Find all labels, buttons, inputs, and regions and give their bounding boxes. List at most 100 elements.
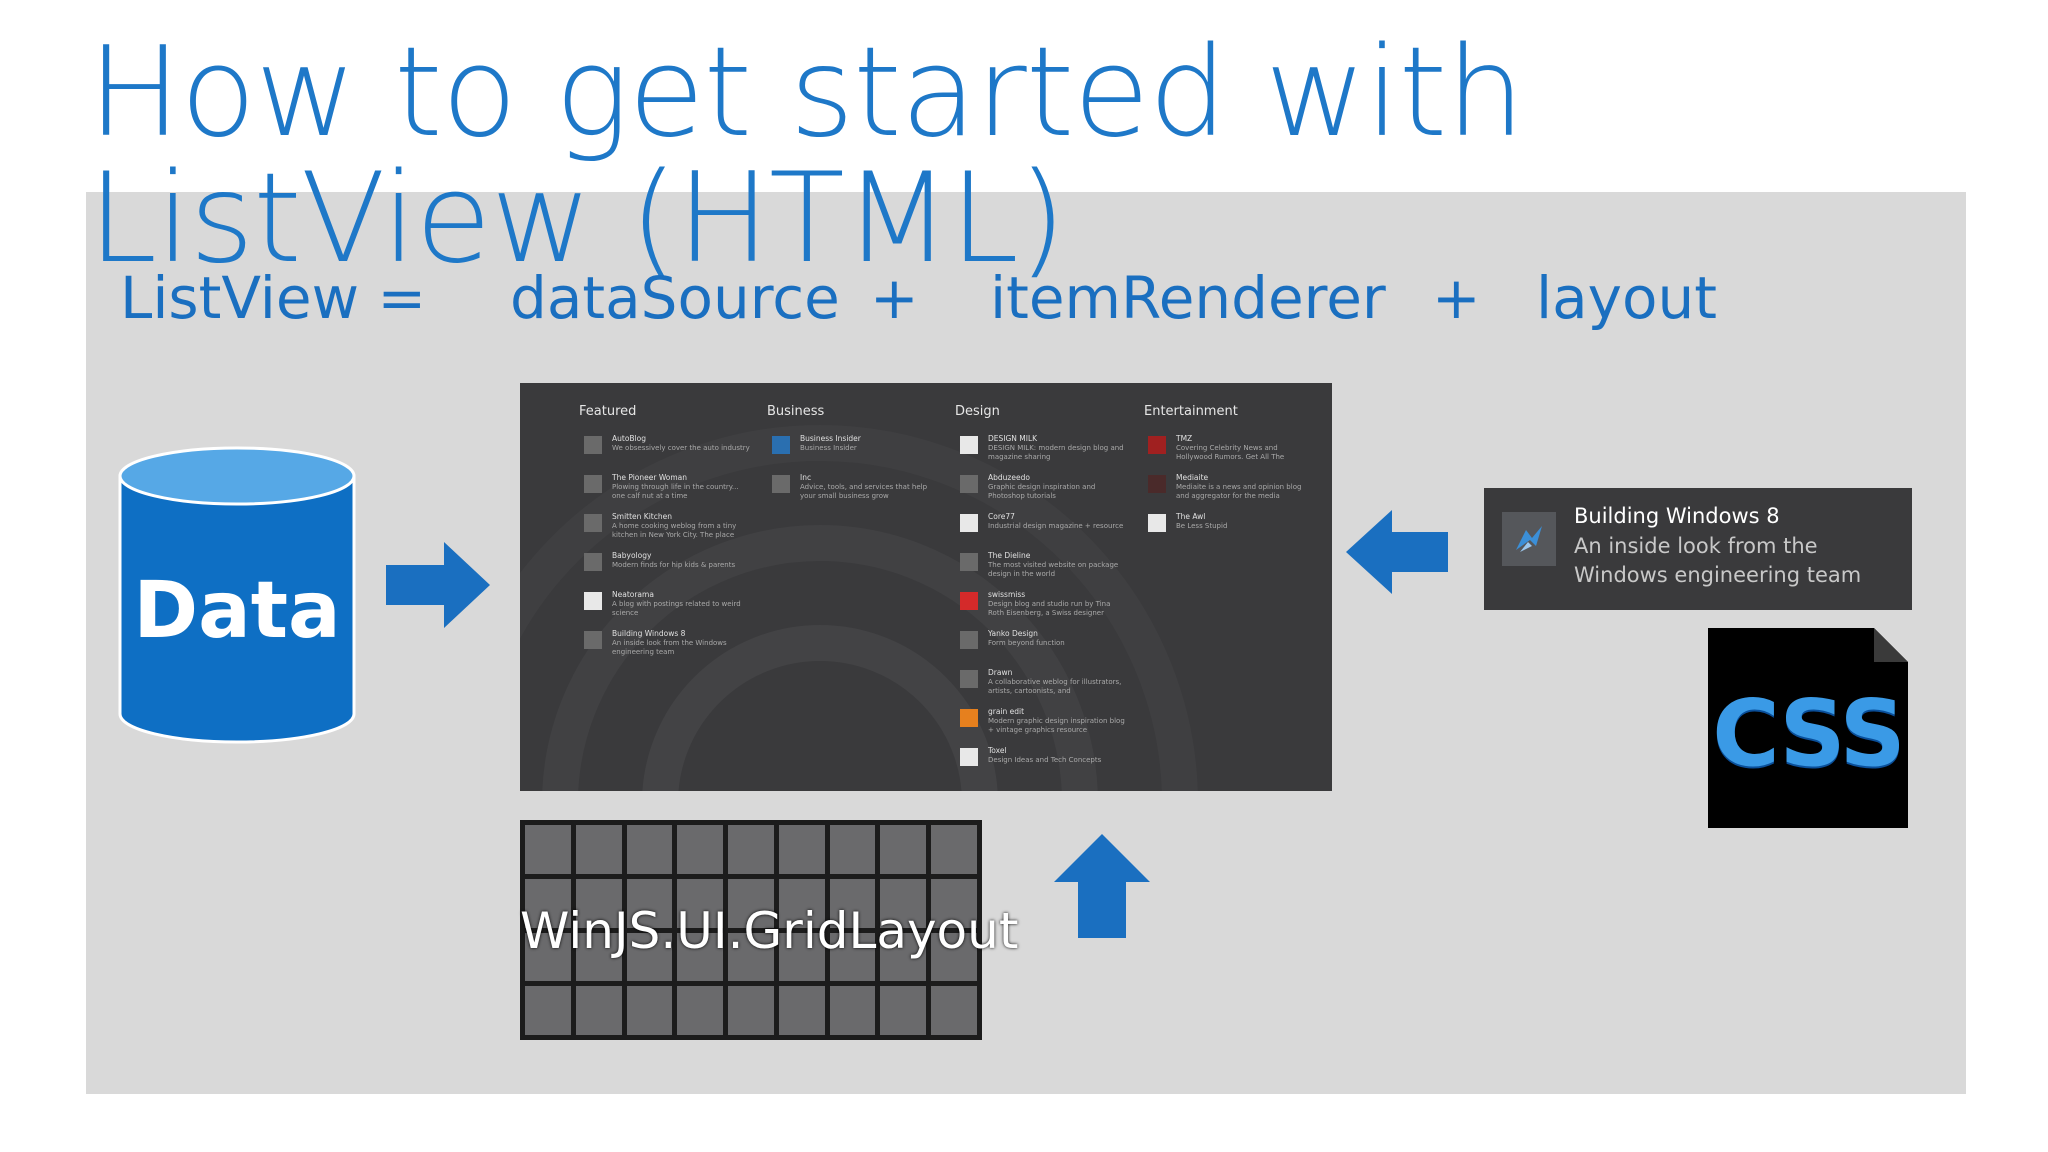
grid-cell [778, 878, 825, 928]
arrow-up-icon [1054, 834, 1150, 938]
item-title: AutoBlog [612, 434, 646, 443]
grid-cell [575, 878, 622, 928]
item-desc: A blog with postings related to weird sc… [612, 600, 741, 617]
arrow-right-icon [386, 542, 490, 628]
item-desc: Mediaite is a news and opinion blog and … [1176, 483, 1302, 500]
item-thumbnail [960, 709, 978, 727]
item-thumbnail [772, 436, 790, 454]
grid-cell [728, 878, 774, 928]
item-desc: An inside look from the Windows engineer… [612, 639, 727, 656]
item-title: The Awl [1176, 512, 1206, 521]
grid-cell [575, 986, 622, 1035]
item-thumbnail [584, 514, 602, 532]
grid-cell [728, 986, 774, 1035]
item-thumbnail [584, 631, 602, 649]
item-title: grain edit [988, 707, 1025, 716]
item-title: DESIGN MILK [988, 434, 1038, 443]
item-thumbnail [1148, 436, 1166, 454]
grid-cell [931, 825, 977, 874]
listview-screenshot: Featured Business Design Entertainment A… [520, 383, 1332, 791]
item-title: Babyology [612, 551, 652, 560]
formula-listview: ListView = [120, 264, 427, 332]
grid-cell [880, 825, 927, 874]
item-thumbnail [960, 592, 978, 610]
grid-cell [525, 986, 571, 1035]
gridlayout-illustration [520, 820, 982, 1040]
item-desc: Advice, tools, and services that help yo… [800, 483, 928, 500]
grid-cell [931, 932, 977, 982]
column-header-business: Business [767, 404, 825, 419]
css-logo-icon [1708, 628, 1908, 828]
css-label: CSS [1712, 680, 1906, 787]
data-label: Data [133, 566, 341, 656]
item-title: Inc [800, 473, 812, 482]
formula-plus-2: + [1432, 264, 1481, 332]
grid-cell [728, 932, 774, 982]
item-desc: A home cooking weblog from a tiny kitche… [612, 522, 737, 539]
item-thumbnail [960, 436, 978, 454]
item-thumbnail [960, 475, 978, 493]
item-thumbnail [960, 514, 978, 532]
tile-title: Building Windows 8 [1574, 504, 1780, 528]
item-thumbnail [584, 553, 602, 571]
item-desc: Business Insider [800, 444, 857, 452]
item-desc: Design blog and studio run by Tina Roth … [988, 600, 1111, 617]
grid-cell [829, 986, 876, 1035]
item-thumbnail [960, 631, 978, 649]
item-title: Core77 [988, 512, 1015, 521]
item-desc: Graphic design inspiration and Photoshop… [988, 483, 1096, 500]
grid-cell [778, 825, 825, 874]
grid-cell [728, 825, 774, 874]
item-title: Business Insider [800, 434, 861, 443]
item-title: Building Windows 8 [612, 629, 686, 638]
item-desc: Design Ideas and Tech Concepts [988, 756, 1102, 764]
grid-cell [880, 932, 927, 982]
item-thumbnail [584, 592, 602, 610]
item-title: Smitten Kitchen [612, 512, 672, 521]
item-title: TMZ [1176, 434, 1193, 443]
item-title: Drawn [988, 668, 1013, 677]
item-desc: Be Less Stupid [1176, 522, 1228, 530]
item-title: Mediaite [1176, 473, 1209, 482]
grid-cell [829, 932, 876, 982]
item-thumbnail [772, 475, 790, 493]
item-thumbnail [584, 436, 602, 454]
windows-logo-icon [1502, 512, 1556, 566]
column-header-design: Design [955, 404, 1000, 419]
grid-cell [677, 932, 724, 982]
grid-cell [880, 986, 927, 1035]
formula-layout: layout [1536, 264, 1717, 332]
item-desc: A collaborative weblog for illustrators,… [988, 678, 1122, 695]
slide-title: How to get started with ListView (HTML) [88, 21, 1525, 291]
grid-cell [931, 986, 977, 1035]
item-desc: We obsessively cover the auto industry [612, 444, 750, 452]
background-swirl-icon [520, 425, 1198, 791]
grid-cell [525, 825, 571, 874]
item-thumbnail [960, 748, 978, 766]
item-title: Yanko Design [988, 629, 1038, 638]
item-thumbnail [584, 475, 602, 493]
item-thumbnail [1148, 475, 1166, 493]
column-header-entertainment: Entertainment [1144, 404, 1238, 419]
formula-itemrenderer: itemRenderer [990, 264, 1386, 332]
